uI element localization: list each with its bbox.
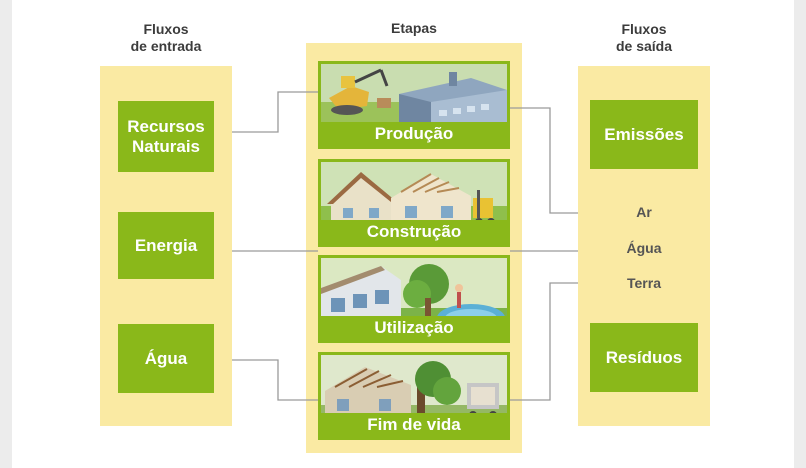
input-energia: Energia <box>118 212 214 279</box>
left-gutter <box>0 0 12 468</box>
input-recursos-line2: Naturais <box>131 136 200 156</box>
connector-recursos-producao <box>232 91 318 133</box>
output-column-heading: Fluxos de saída <box>578 21 710 55</box>
stage-utilizacao-label: Utilização <box>321 316 507 340</box>
right-gutter <box>794 0 806 468</box>
stage-utilizacao: Utilização <box>318 255 510 343</box>
connector-producao-emissoes <box>510 107 578 214</box>
stage-construcao-label: Construção <box>321 220 507 244</box>
stage-producao-label: Produção <box>321 122 507 146</box>
output-heading-line1: Fluxos <box>621 21 667 37</box>
output-agua: Água <box>626 240 662 256</box>
input-agua-label: Água <box>144 348 188 368</box>
stage-fim-de-vida-label: Fim de vida <box>321 413 507 437</box>
stage-producao: Produção <box>318 61 510 149</box>
stage-fim-de-vida: Fim de vida <box>318 352 510 440</box>
input-column-heading: Fluxos de entrada <box>100 21 232 55</box>
output-emissoes: Emissões <box>590 100 698 169</box>
connector-agua-fimdevida <box>232 359 318 401</box>
connector-fimdevida-terra <box>510 282 578 401</box>
input-recursos-naturais: Recursos Naturais <box>118 101 214 172</box>
input-energia-label: Energia <box>134 235 198 255</box>
output-terra: Terra <box>627 275 661 291</box>
output-ar: Ar <box>636 204 652 220</box>
stages-column-heading: Etapas <box>306 20 522 37</box>
input-heading-line2: de entrada <box>130 38 202 54</box>
input-recursos-line1: Recursos <box>127 116 205 136</box>
stages-heading: Etapas <box>391 20 437 36</box>
input-heading-line1: Fluxos <box>143 21 189 37</box>
input-agua: Água <box>118 324 214 393</box>
output-residuos: Resíduos <box>590 323 698 392</box>
output-residuos-label: Resíduos <box>605 347 683 367</box>
stage-construcao: Construção <box>318 159 510 247</box>
output-emissoes-label: Emissões <box>604 124 684 144</box>
output-heading-line2: de saída <box>615 38 673 54</box>
